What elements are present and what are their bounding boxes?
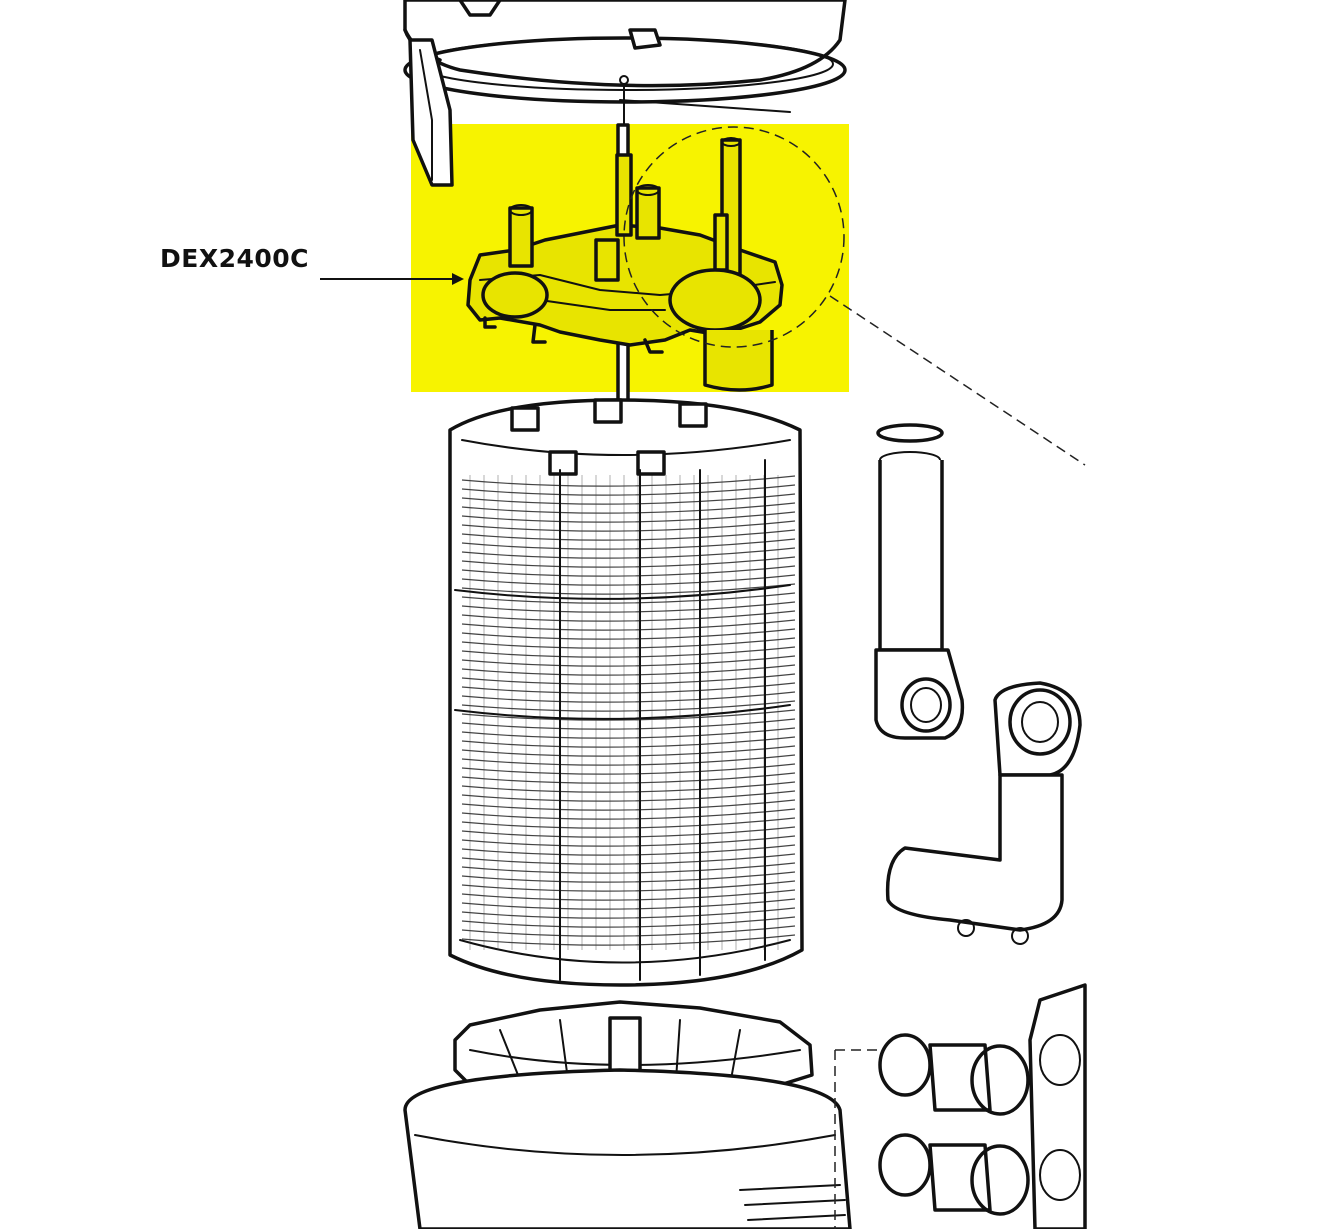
grid-fin-line [461,574,796,586]
grid-fin-line [461,502,796,514]
grid-fin-line [461,475,796,487]
bottom-manifold-and-tank [403,1000,880,1229]
grid-fin-line [461,583,796,595]
unions-and-valve [878,983,1087,1229]
grid-fin-line [461,799,796,811]
lower-elbow-pipe [885,681,1082,945]
grid-fin-line [461,916,796,928]
grid-fin-line [461,610,796,622]
grid-fin-line [461,592,796,604]
filter-grid-stack [448,398,804,987]
grid-fin-line [461,601,796,613]
grid-fin-line [461,664,796,676]
grid-fin-line [461,925,796,937]
grid-fin-line [461,781,796,793]
grid-fin-line [461,772,796,784]
grid-fin-line [461,727,796,739]
callout-arrow [320,273,464,285]
grid-fins [461,475,796,950]
grid-fin-line [461,889,796,901]
grid-fin-line [461,907,796,919]
grid-fin-line [461,484,796,496]
grid-fin-line [461,862,796,874]
grid-fin-line [461,619,796,631]
grid-fin-line [461,655,796,667]
grid-fin-line [461,745,796,757]
grid-fin-line [461,763,796,775]
grid-fin-line [461,709,796,721]
grid-fin-line [461,934,796,946]
grid-fin-line [461,565,796,577]
grid-fin-line [461,880,796,892]
grid-fin-line [461,844,796,856]
grid-fin-line [461,817,796,829]
grid-fin-line [461,808,796,820]
grid-fin-line [461,529,796,541]
grid-fin-line [461,898,796,910]
grid-fin-line [461,835,796,847]
grid-fin-line [461,790,796,802]
grid-fin-line [461,736,796,748]
grid-fin-line [461,556,796,568]
grid-fin-line [461,628,796,640]
grid-fin-line [461,637,796,649]
grid-fin-line [461,718,796,730]
grid-fin-line [461,754,796,766]
tank-lid-and-clamp [403,0,847,187]
grid-fin-line [461,520,796,532]
lateral-assembly [466,123,1086,466]
grid-fin-line [461,826,796,838]
grid-fin-line [461,511,796,523]
grid-fin-line [461,547,796,559]
grid-fin-line [461,682,796,694]
grid-fin-line [461,493,796,505]
grid-fin-line [461,871,796,883]
grid-fin-line [461,673,796,685]
grid-fin-line [461,646,796,658]
grid-fin-line [461,853,796,865]
grid-fin-line [461,700,796,712]
grid-fin-line [461,538,796,550]
part-number-label: DEX2400C [160,244,310,273]
upper-pipe [874,423,965,740]
grid-fin-line [461,691,796,703]
